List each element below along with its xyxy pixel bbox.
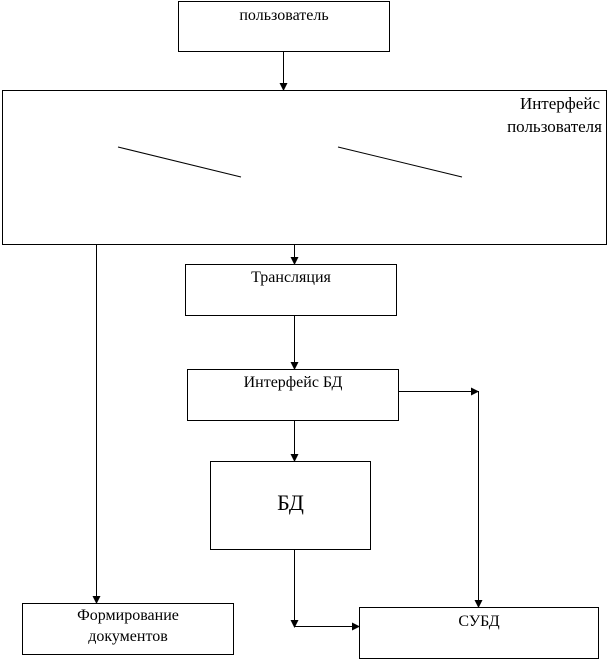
node-db-interface: Интерфейс БД (187, 369, 399, 421)
ui-decor-line-right (337, 146, 463, 178)
node-dbms-label: СУБД (458, 613, 500, 630)
ui-decor-line-left (117, 146, 242, 178)
node-db-label: БД (277, 490, 304, 515)
node-dbms: СУБД (359, 607, 599, 659)
node-documents-label-2: документов (88, 628, 168, 645)
node-documents-label-1: Формирование (77, 607, 179, 624)
node-documents: Формирование документов (22, 603, 234, 655)
node-user-interface-label-1: Интерфейс (519, 94, 600, 113)
node-user-interface-label-2: пользователя (507, 117, 602, 136)
node-user-label: пользователь (239, 7, 329, 24)
node-db-interface-label: Интерфейс БД (243, 374, 343, 391)
node-db: БД (210, 461, 371, 550)
node-translation: Трансляция (185, 264, 397, 316)
node-user: пользователь (178, 1, 390, 52)
node-user-interface: Интерфейс пользователя (2, 90, 607, 245)
node-translation-label: Трансляция (251, 269, 331, 286)
